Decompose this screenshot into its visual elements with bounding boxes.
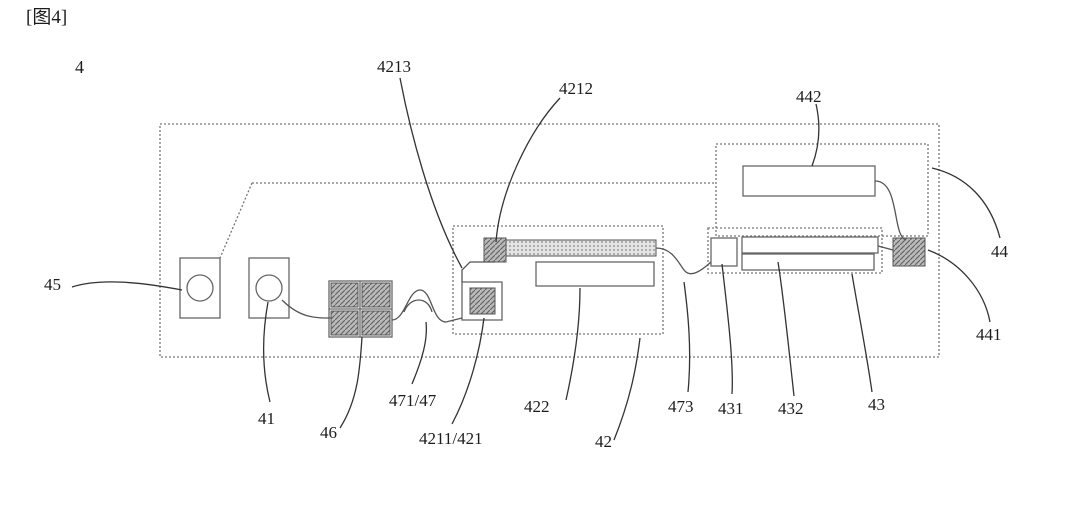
leader-42 — [614, 338, 640, 440]
component-46-cell-1 — [331, 283, 358, 307]
label-41: 41 — [258, 410, 275, 427]
label-471-47: 471/47 — [389, 392, 436, 409]
component-45-port — [187, 275, 213, 301]
figure-caption: [图4] — [26, 8, 67, 27]
label-46: 46 — [320, 424, 337, 441]
leader-471 — [412, 322, 426, 384]
component-41-frame — [249, 258, 289, 318]
label-432: 432 — [778, 400, 804, 417]
component-442-bar — [743, 166, 875, 196]
label-4212: 4212 — [559, 80, 593, 97]
leader-431 — [722, 264, 732, 394]
component-46-cell-4 — [362, 311, 390, 335]
label-473: 473 — [668, 398, 694, 415]
label-45: 45 — [44, 276, 61, 293]
label-4211-421: 4211/421 — [419, 430, 483, 447]
leader-41 — [264, 302, 270, 402]
component-4211-core — [470, 288, 495, 314]
leader-473 — [684, 282, 690, 392]
label-44: 44 — [991, 243, 1008, 260]
module-44-outline — [716, 144, 928, 236]
upper-conduit-drop — [220, 183, 252, 258]
component-45-frame — [180, 258, 220, 318]
leader-4213 — [400, 78, 462, 268]
leader-441 — [928, 250, 990, 322]
leader-45 — [72, 282, 182, 290]
component-422-bar — [536, 262, 654, 286]
component-422-hatched-strip — [506, 240, 656, 256]
label-42: 42 — [595, 433, 612, 450]
label-4213: 4213 — [377, 58, 411, 75]
component-431-block — [711, 238, 737, 266]
leader-4212 — [496, 98, 560, 242]
label-43: 43 — [868, 396, 885, 413]
component-46-cell-2 — [362, 283, 390, 307]
wire-4212-to-module — [462, 262, 495, 282]
label-441: 441 — [976, 326, 1002, 343]
leader-432 — [778, 262, 794, 396]
component-41-port — [256, 275, 282, 301]
wire-471 — [392, 290, 462, 322]
component-46-cell-3 — [331, 311, 358, 335]
label-431: 431 — [718, 400, 744, 417]
component-4212-connector — [484, 238, 506, 262]
wire-473 — [656, 248, 711, 274]
wire-442-bend — [875, 181, 906, 240]
component-432-bar-top — [742, 237, 878, 253]
component-441-connector — [893, 238, 925, 266]
figure-ref-numeral: 4 — [75, 58, 84, 76]
label-422: 422 — [524, 398, 550, 415]
component-432-bar-bottom — [742, 254, 874, 270]
wire-432-to-441 — [878, 246, 893, 250]
label-442: 442 — [796, 88, 822, 105]
leader-442 — [812, 104, 819, 166]
leader-46 — [340, 337, 362, 428]
leader-422 — [566, 288, 580, 400]
leader-44 — [932, 168, 1000, 238]
leader-43 — [852, 274, 872, 392]
